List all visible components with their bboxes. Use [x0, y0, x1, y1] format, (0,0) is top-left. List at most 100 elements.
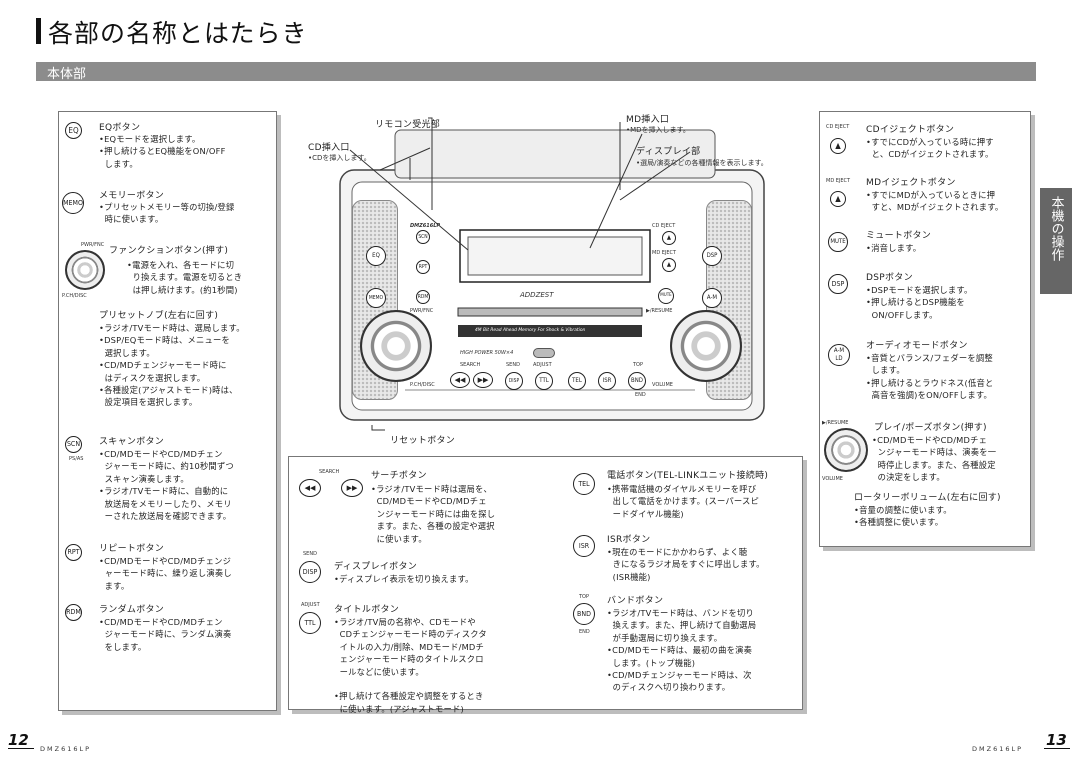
side-tab: 本機の操作 — [1040, 188, 1072, 294]
device-pwr-label: PWR/FNC — [410, 308, 434, 314]
tel-title: 電話ボタン(TEL-LINKユニット接続時) — [607, 471, 769, 481]
model-left: DMZ616LP — [40, 745, 92, 753]
md-eject-label: MD EJECT — [826, 178, 851, 184]
md-insert-note: •MDを挿入します。 — [626, 126, 690, 134]
device-send-label: SEND — [506, 362, 520, 368]
rotary-title: ロータリーボリューム(左右に回す) — [854, 493, 1001, 503]
memo-title: メモリーボタン — [99, 191, 165, 201]
eq-icon: EQ — [65, 122, 82, 139]
memo-icon: MEMO — [62, 192, 84, 214]
footer-rule-left — [8, 748, 34, 749]
device-outline — [339, 117, 765, 431]
pwr-label: PWR/FNC — [81, 242, 105, 248]
md-eject-desc: •すでにMDが入っているときに押 すと、MDがイジェクトされます。 — [866, 190, 1004, 213]
play-desc: •CD/MDモードやCD/MDチェ ンジャーモード時は、演奏を一 時停止します。… — [872, 435, 997, 483]
send-label: SEND — [303, 551, 317, 557]
page-number-left: 12 — [8, 731, 29, 749]
function-title: ファンクションボタン(押す) — [109, 246, 229, 256]
device-eq-button[interactable]: EQ — [366, 246, 386, 266]
device-isr-button[interactable]: ISR — [598, 372, 616, 390]
mute-desc: •消音します。 — [866, 243, 922, 253]
scn-icon: SCN — [65, 436, 82, 453]
cd-eject-desc: •すでにCDが入っている時に押す と、CDがイジェクトされます。 — [866, 137, 994, 160]
model-right: DMZ616LP — [972, 745, 1024, 753]
search-down-icon: ◀◀ — [299, 479, 321, 497]
device-scn-button[interactable]: SCN — [416, 230, 430, 244]
device-volume-label: VOLUME — [652, 382, 673, 388]
rpt-icon: RPT — [65, 544, 82, 561]
volume-knob[interactable] — [670, 310, 742, 382]
search-up-icon: ▶▶ — [341, 479, 363, 497]
search-title: サーチボタン — [371, 471, 427, 481]
disp-title: ディスプレイボタン — [334, 562, 418, 572]
remote-callout: リモコン受光部 — [375, 120, 441, 130]
scan-desc: •CD/MDモードやCD/MDチェン ジャーモード時に、約10秒間ずつ スキャン… — [99, 449, 234, 522]
dsp-desc: •DSPモードを選択します。 •押し続けるとDSP機能を ON/OFFします。 — [866, 285, 973, 320]
device-illustration: DMZ616LP SCN RPT RDM EQ MEMO PWR/FNC 4M … — [290, 110, 820, 450]
ttl-icon: TTL — [299, 612, 321, 634]
band-title: バンドボタン — [607, 596, 664, 606]
cd-insert-callout: CD挿入口 — [308, 143, 350, 153]
md-insert-callout: MD挿入口 — [626, 115, 670, 125]
rdm-icon: RDM — [65, 604, 82, 621]
section-title: 本体部 — [47, 67, 87, 82]
memo-desc: •プリセットメモリー等の切換/登録 時に使います。 — [99, 202, 235, 225]
top-label: TOP — [579, 594, 590, 600]
psas-label: PS/AS — [69, 456, 84, 462]
audio-title: オーディオモードボタン — [866, 341, 968, 351]
random-title: ランダムボタン — [99, 605, 165, 615]
cd-eject-icon: ▲ — [830, 138, 846, 154]
isr-desc: •現在のモードにかかわらず、よく聴 きになるラジオ局をすぐに呼出します。 (IS… — [607, 547, 765, 582]
device-search-up-button[interactable]: ▶▶ — [473, 372, 493, 388]
device-search-label: SEARCH — [460, 362, 481, 368]
device-end-label: END — [635, 392, 646, 398]
device-am-button[interactable]: A-M — [702, 288, 722, 308]
section-band: 本体部 — [36, 62, 1036, 82]
search-label: SEARCH — [319, 469, 340, 475]
device-bnd-button[interactable]: BND — [628, 372, 646, 390]
device-memo-button[interactable]: MEMO — [366, 288, 386, 308]
mute-title: ミュートボタン — [866, 231, 932, 241]
device-rpt-button[interactable]: RPT — [416, 260, 430, 274]
device-memory-text: 4M Bit Read Ahead Memory For Shock & Vib… — [475, 328, 586, 333]
title-marker — [36, 18, 41, 44]
pch-label: P.CH/DISC — [62, 293, 87, 299]
device-dsp-button[interactable]: DSP — [702, 246, 722, 266]
md-eject-icon: ▲ — [830, 191, 846, 207]
dsp-icon: DSP — [828, 274, 848, 294]
random-desc: •CD/MDモードやCD/MDチェン ジャーモード時に、ランダム演奏 をします。 — [99, 617, 232, 652]
device-mute-button[interactable]: MUTE — [658, 288, 674, 304]
disp-icon: DISP — [299, 561, 321, 583]
end-label: END — [579, 629, 590, 635]
device-rdm-button[interactable]: RDM — [416, 290, 430, 304]
adjust-label: ADJUST — [301, 602, 320, 608]
left-panel: EQ EQボタン •EQモードを選択します。 •押し続けるとEQ機能をON/OF… — [58, 111, 277, 711]
resume-label: ▶/RESUME — [822, 420, 849, 426]
side-tab-label: 本機の操作 — [1048, 196, 1064, 261]
device-search-down-button[interactable]: ◀◀ — [450, 372, 470, 388]
md-eject-title: MDイジェクトボタン — [866, 178, 956, 188]
device-adjust-label: ADJUST — [533, 362, 552, 368]
function-knob-icon — [65, 250, 105, 290]
isr-icon: ISR — [573, 535, 595, 557]
device-power-text: HIGH POWER 50W×4 — [460, 350, 514, 356]
device-md-eject-button[interactable]: ▲ — [662, 258, 676, 272]
disp-desc: •ディスプレイ表示を切り換えます。 — [334, 574, 474, 584]
device-ttl-button[interactable]: TTL — [535, 372, 553, 390]
device-brand: ADDZEST — [520, 291, 554, 299]
ttl-title: タイトルボタン — [334, 605, 400, 615]
device-disp-button[interactable]: DISP — [505, 372, 523, 390]
device-tel-button[interactable]: TEL — [568, 372, 586, 390]
device-pch-label: P.CH/DISC — [410, 382, 435, 388]
repeat-desc: •CD/MDモードやCD/MDチェンジ ャーモード時に、繰り返し演奏し ます。 — [99, 556, 232, 591]
eq-desc: •EQモードを選択します。 •押し続けるとEQ機能をON/OFF します。 — [99, 134, 226, 169]
page-title: 各部の名称とはたらき — [48, 19, 308, 48]
device-cd-eject-button[interactable]: ▲ — [662, 231, 676, 245]
device-model: DMZ616LP — [410, 223, 441, 229]
function-desc: •電源を入れ、各モードに切 り換えます。電源を切るとき は押し続けます。(約1秒… — [127, 260, 243, 295]
reset-button[interactable] — [533, 348, 555, 358]
am-icon-label: A-M — [833, 347, 845, 354]
ttl-desc: •ラジオ/TV局の名称や、CDモードや CDチェンジャーモード時のディスクタ イ… — [334, 617, 487, 714]
preset-knob[interactable] — [360, 310, 432, 382]
